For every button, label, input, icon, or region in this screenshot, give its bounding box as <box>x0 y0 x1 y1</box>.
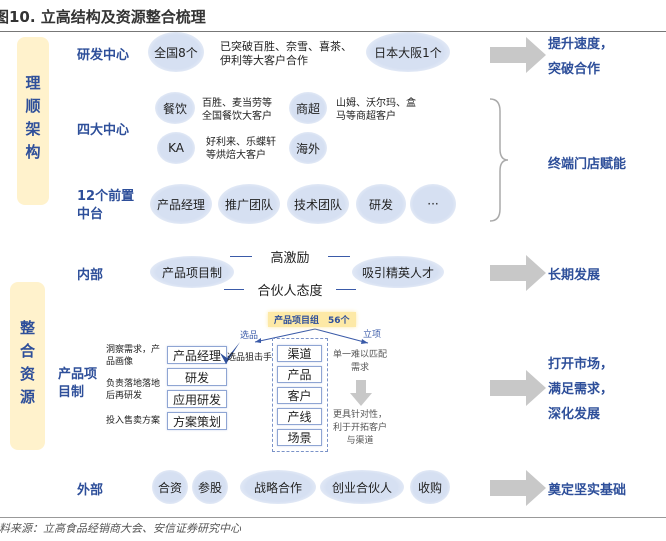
rd-label: 研发中心 <box>77 48 130 63</box>
role-planning: 方案策划 <box>167 412 227 430</box>
arrow-right-icon <box>490 255 546 291</box>
project-label: 立项 <box>363 330 382 340</box>
before-note: 单一难以匹配需求 <box>332 350 387 373</box>
split-arrows <box>254 328 369 344</box>
external-strategic: 战略合作 <box>240 470 316 504</box>
internal-incentive: 高激励 <box>270 251 310 266</box>
front-item-rd: 研发 <box>356 184 406 224</box>
internal-partner: 合伙人态度 <box>257 284 323 299</box>
arrow-right-icon <box>490 470 546 506</box>
desc-sales: 投入售卖方案 <box>106 416 161 426</box>
arrow-down-icon <box>350 380 372 406</box>
arrow-right-icon <box>490 37 546 73</box>
internal-talent: 吸引精英人才 <box>352 256 444 288</box>
external-stake: 参股 <box>192 470 228 504</box>
role-applied-rd: 应用研发 <box>167 390 227 408</box>
rd-result-2: 突破合作 <box>548 62 601 77</box>
sniper-label: 选品狙击手 <box>227 353 273 363</box>
catering-note: 百胜、麦当劳等全国餐饮大客户 <box>202 98 272 122</box>
arrow-right-icon <box>490 370 546 406</box>
checkmark-icon <box>220 342 240 364</box>
divider <box>224 289 356 290</box>
external-jv: 合资 <box>152 470 188 504</box>
role-rd: 研发 <box>167 368 227 386</box>
select-label: 选品 <box>240 331 259 341</box>
four-centers-label: 四大中心 <box>77 123 130 138</box>
front-item-more: ··· <box>410 184 456 224</box>
product-result-3: 深化发展 <box>548 407 601 422</box>
product-label: 产品项目制 <box>58 367 98 400</box>
front-item-pm: 产品经理 <box>150 184 212 224</box>
side-label-structure: 理顺架构 <box>17 37 49 205</box>
internal-result: 长期发展 <box>548 268 601 283</box>
desc-insight: 洞察需求，产品画像 <box>106 345 161 367</box>
source-note: 资料来源：立高食品经销商大会、安信证券研究中心 <box>0 522 241 535</box>
bottom-rule <box>0 517 666 518</box>
figure-title: 图10. 立高结构及资源整合梳理 <box>0 8 206 26</box>
four-result: 终端门店赋能 <box>548 157 627 172</box>
center-catering: 餐饮 <box>155 92 195 124</box>
dim-channel: 渠道 <box>277 345 322 362</box>
external-result: 奠定坚实基础 <box>548 483 627 498</box>
brace-icon <box>489 98 509 222</box>
external-acquire: 收购 <box>410 470 450 504</box>
dim-line: 产线 <box>277 408 322 425</box>
external-label: 外部 <box>77 483 104 498</box>
after-note: 更具针对性，利于开拓客户与渠道 <box>332 410 387 446</box>
rd-bubble-japan: 日本大阪1个 <box>366 32 450 72</box>
top-rule <box>0 31 666 32</box>
side-label-resources: 整合资源 <box>10 282 45 450</box>
dim-product: 产品 <box>277 366 322 383</box>
front-label: 12个前置中台 <box>77 189 135 222</box>
dim-customer: 客户 <box>277 387 322 404</box>
center-overseas: 海外 <box>289 132 327 164</box>
internal-project-system: 产品项目制 <box>150 256 234 288</box>
product-result-1: 打开市场， <box>548 357 614 372</box>
front-item-promo: 推广团队 <box>218 184 280 224</box>
rd-note: 已突破百胜、奈雪、喜茶、伊利等大客户合作 <box>220 40 352 67</box>
supermarket-note: 山姆、沃尔玛、盒马等商超客户 <box>336 98 416 122</box>
divider <box>230 256 350 257</box>
front-item-tech: 技术团队 <box>287 184 349 224</box>
rd-result-1: 提升速度， <box>548 37 614 52</box>
ka-note: 好利来、乐蝶轩等烘焙大客户 <box>206 137 276 161</box>
dim-scene: 场景 <box>277 429 322 446</box>
desc-landing: 负责落地落地后再研发 <box>106 379 161 401</box>
center-supermarket: 商超 <box>289 92 327 124</box>
rd-bubble-domestic: 全国8个 <box>148 32 204 72</box>
product-result-2: 满足需求， <box>548 382 614 397</box>
center-ka: KA <box>157 132 195 164</box>
dimension-group <box>272 338 328 452</box>
internal-label: 内部 <box>77 268 104 283</box>
external-partner: 创业合伙人 <box>320 470 404 504</box>
role-pm: 产品经理 <box>167 346 227 364</box>
project-group-tag: 产品项目组 56个 <box>268 312 356 327</box>
